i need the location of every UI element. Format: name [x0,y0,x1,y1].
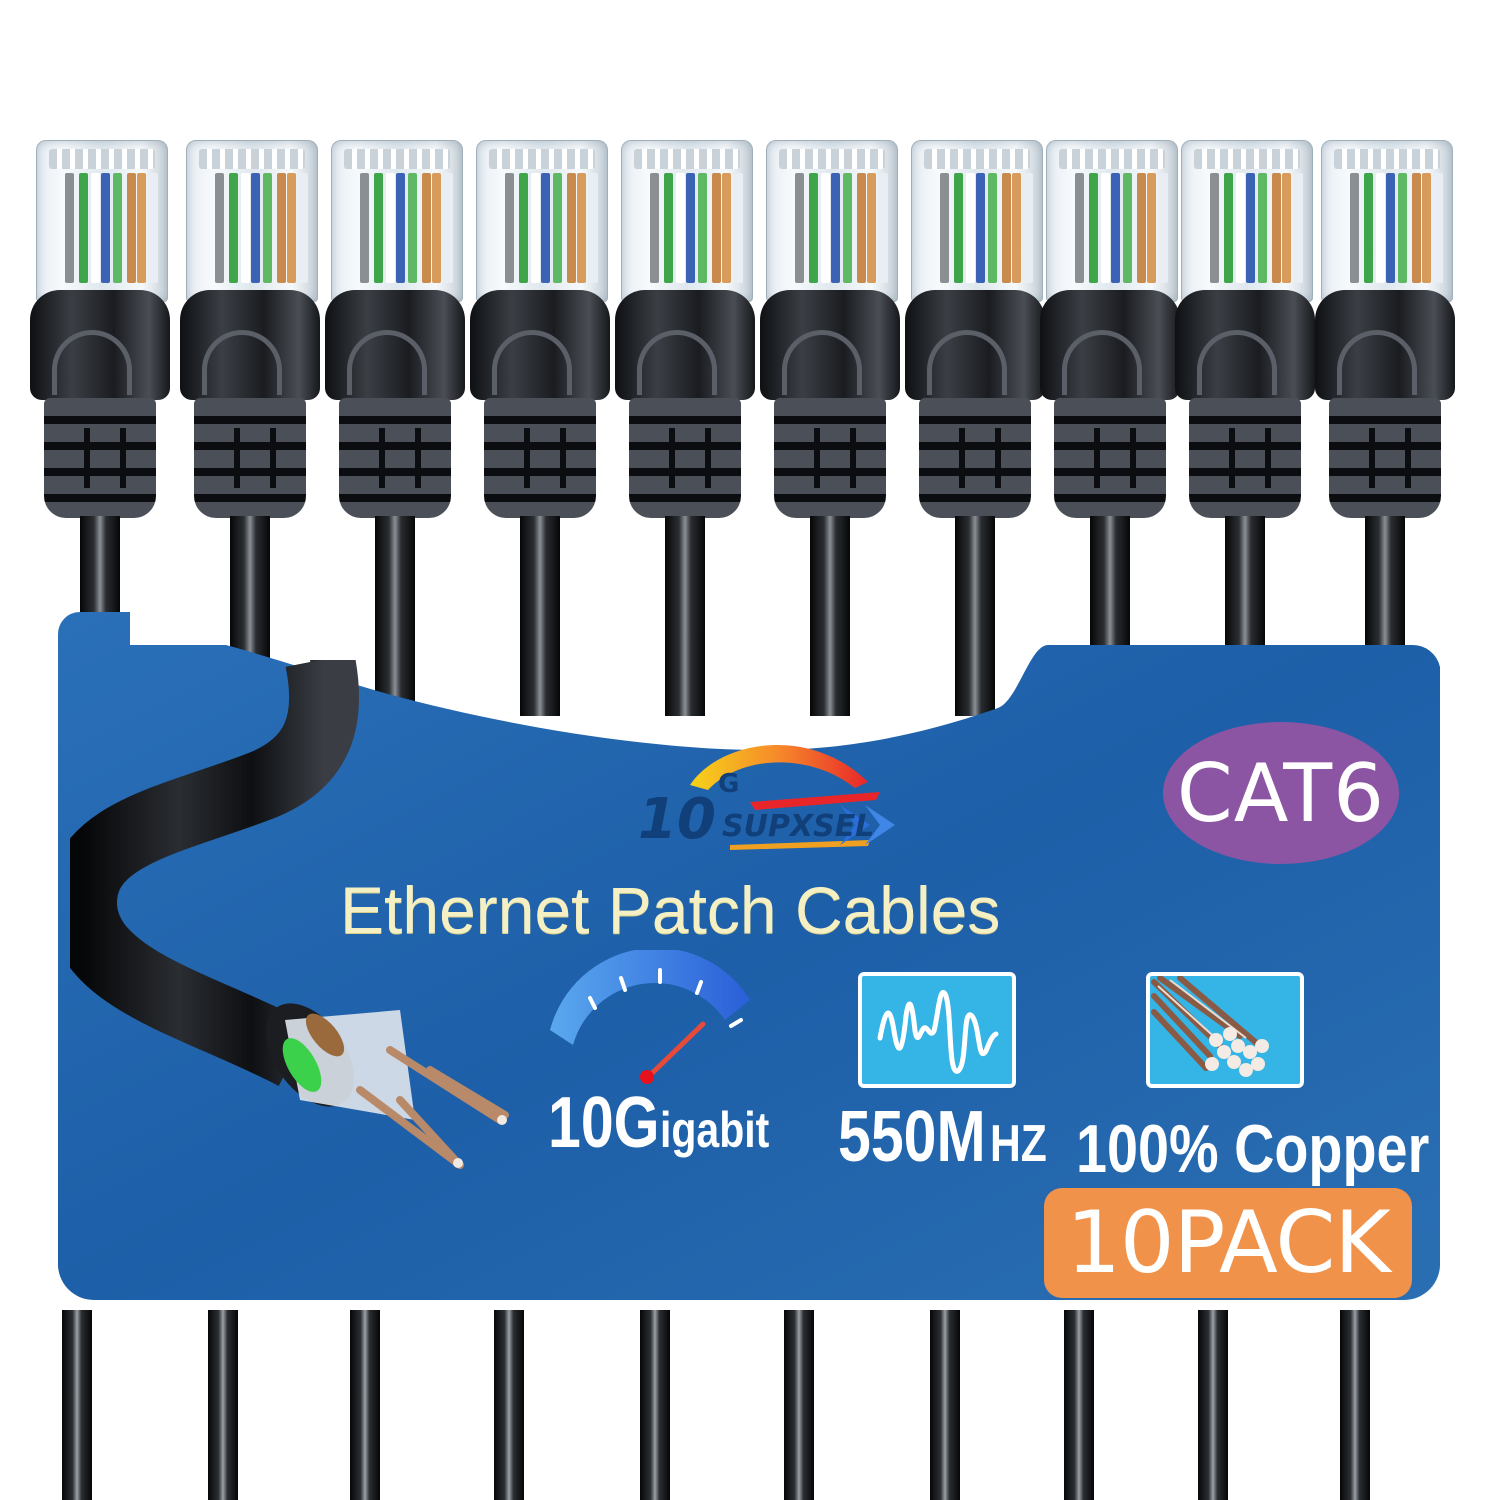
connector-hood [1175,290,1315,400]
pack-count-label: 10PACK [1066,1193,1391,1293]
logo-brand: SUPXSEL [722,809,874,844]
cat6-badge: CAT6 [1163,722,1399,864]
feature-speed: 10Gigabit [548,1082,793,1164]
connector-hood [1315,290,1455,400]
strain-relief-boot [774,398,886,518]
connector-hood [905,290,1045,400]
cable-cord-bottom [640,1310,670,1500]
supxsel-logo: 10 G SUPXSEL [638,744,895,852]
feature-frequency-suffix: HZ [990,1115,1047,1173]
connector-hood [760,290,900,400]
strain-relief-boot [484,398,596,518]
connector-hood [470,290,610,400]
logo-ten: 10 [638,787,716,852]
rj45-connector [1315,140,1465,716]
strain-relief-boot [1189,398,1301,518]
rj45-plug [1181,140,1313,302]
copper-icon-box [1146,972,1304,1088]
strain-relief-boot [194,398,306,518]
connector-hood [180,290,320,400]
cable-cord-bottom [494,1310,524,1500]
rj45-plug [331,140,463,302]
feature-frequency: 550MHZ [838,1096,1059,1178]
cable-cord [375,516,415,716]
cable-cord-bottom [62,1310,92,1500]
feature-copper-label: 100% Copper [1076,1111,1430,1187]
rj45-plug [1046,140,1178,302]
product-title: Ethernet Patch Cables [340,873,1001,947]
cable-cord-bottom [1340,1310,1370,1500]
pack-count-badge: 10PACK [1044,1188,1412,1298]
rj45-connector [30,140,180,716]
feature-frequency-main: 550M [838,1097,986,1177]
feature-speed-suffix: igabit [660,1102,770,1158]
strain-relief-boot [339,398,451,518]
waveform-icon-box [858,972,1016,1088]
strain-relief-boot [44,398,156,518]
feature-banner [58,612,1446,1302]
cat6-label: CAT6 [1176,746,1386,840]
logo-g: G [718,769,739,799]
rj45-plug [36,140,168,302]
feature-speed-main: 10G [548,1083,660,1163]
strain-relief-boot [1329,398,1441,518]
rj45-connector [1040,140,1190,716]
strain-relief-boot [629,398,741,518]
connector-hood [1040,290,1180,400]
rj45-connector [905,140,1055,716]
waveform-icon [877,990,999,1074]
cable-cord [520,516,560,716]
cable-cord [810,516,850,716]
rj45-connector [760,140,910,716]
cable-cross-section-illustration [70,660,509,1169]
connector-hood [615,290,755,400]
cable-cord-bottom [208,1310,238,1500]
rj45-connector [180,140,330,716]
rj45-connector [325,140,475,716]
cable-cord-bottom [930,1310,960,1500]
cable-cord [955,516,995,716]
strain-relief-boot [919,398,1031,518]
copper-strands-icon [1151,975,1269,1077]
rj45-plug [186,140,318,302]
rj45-connector [615,140,765,716]
strain-relief-boot [1054,398,1166,518]
cable-cord-bottom [1198,1310,1228,1500]
rj45-plug [621,140,753,302]
cable-cord-bottom [784,1310,814,1500]
cable-cord-bottom [350,1310,380,1500]
cable-cord-bottom [1064,1310,1094,1500]
rj45-connector [470,140,620,716]
connector-hood [30,290,170,400]
rj45-plug [476,140,608,302]
connector-hood [325,290,465,400]
rj45-connector [1175,140,1325,716]
speedometer-icon [550,950,750,1084]
cable-cord [665,516,705,716]
feature-copper: 100% Copper [1076,1110,1500,1188]
rj45-plug [911,140,1043,302]
rj45-plug [766,140,898,302]
rj45-plug [1321,140,1453,302]
